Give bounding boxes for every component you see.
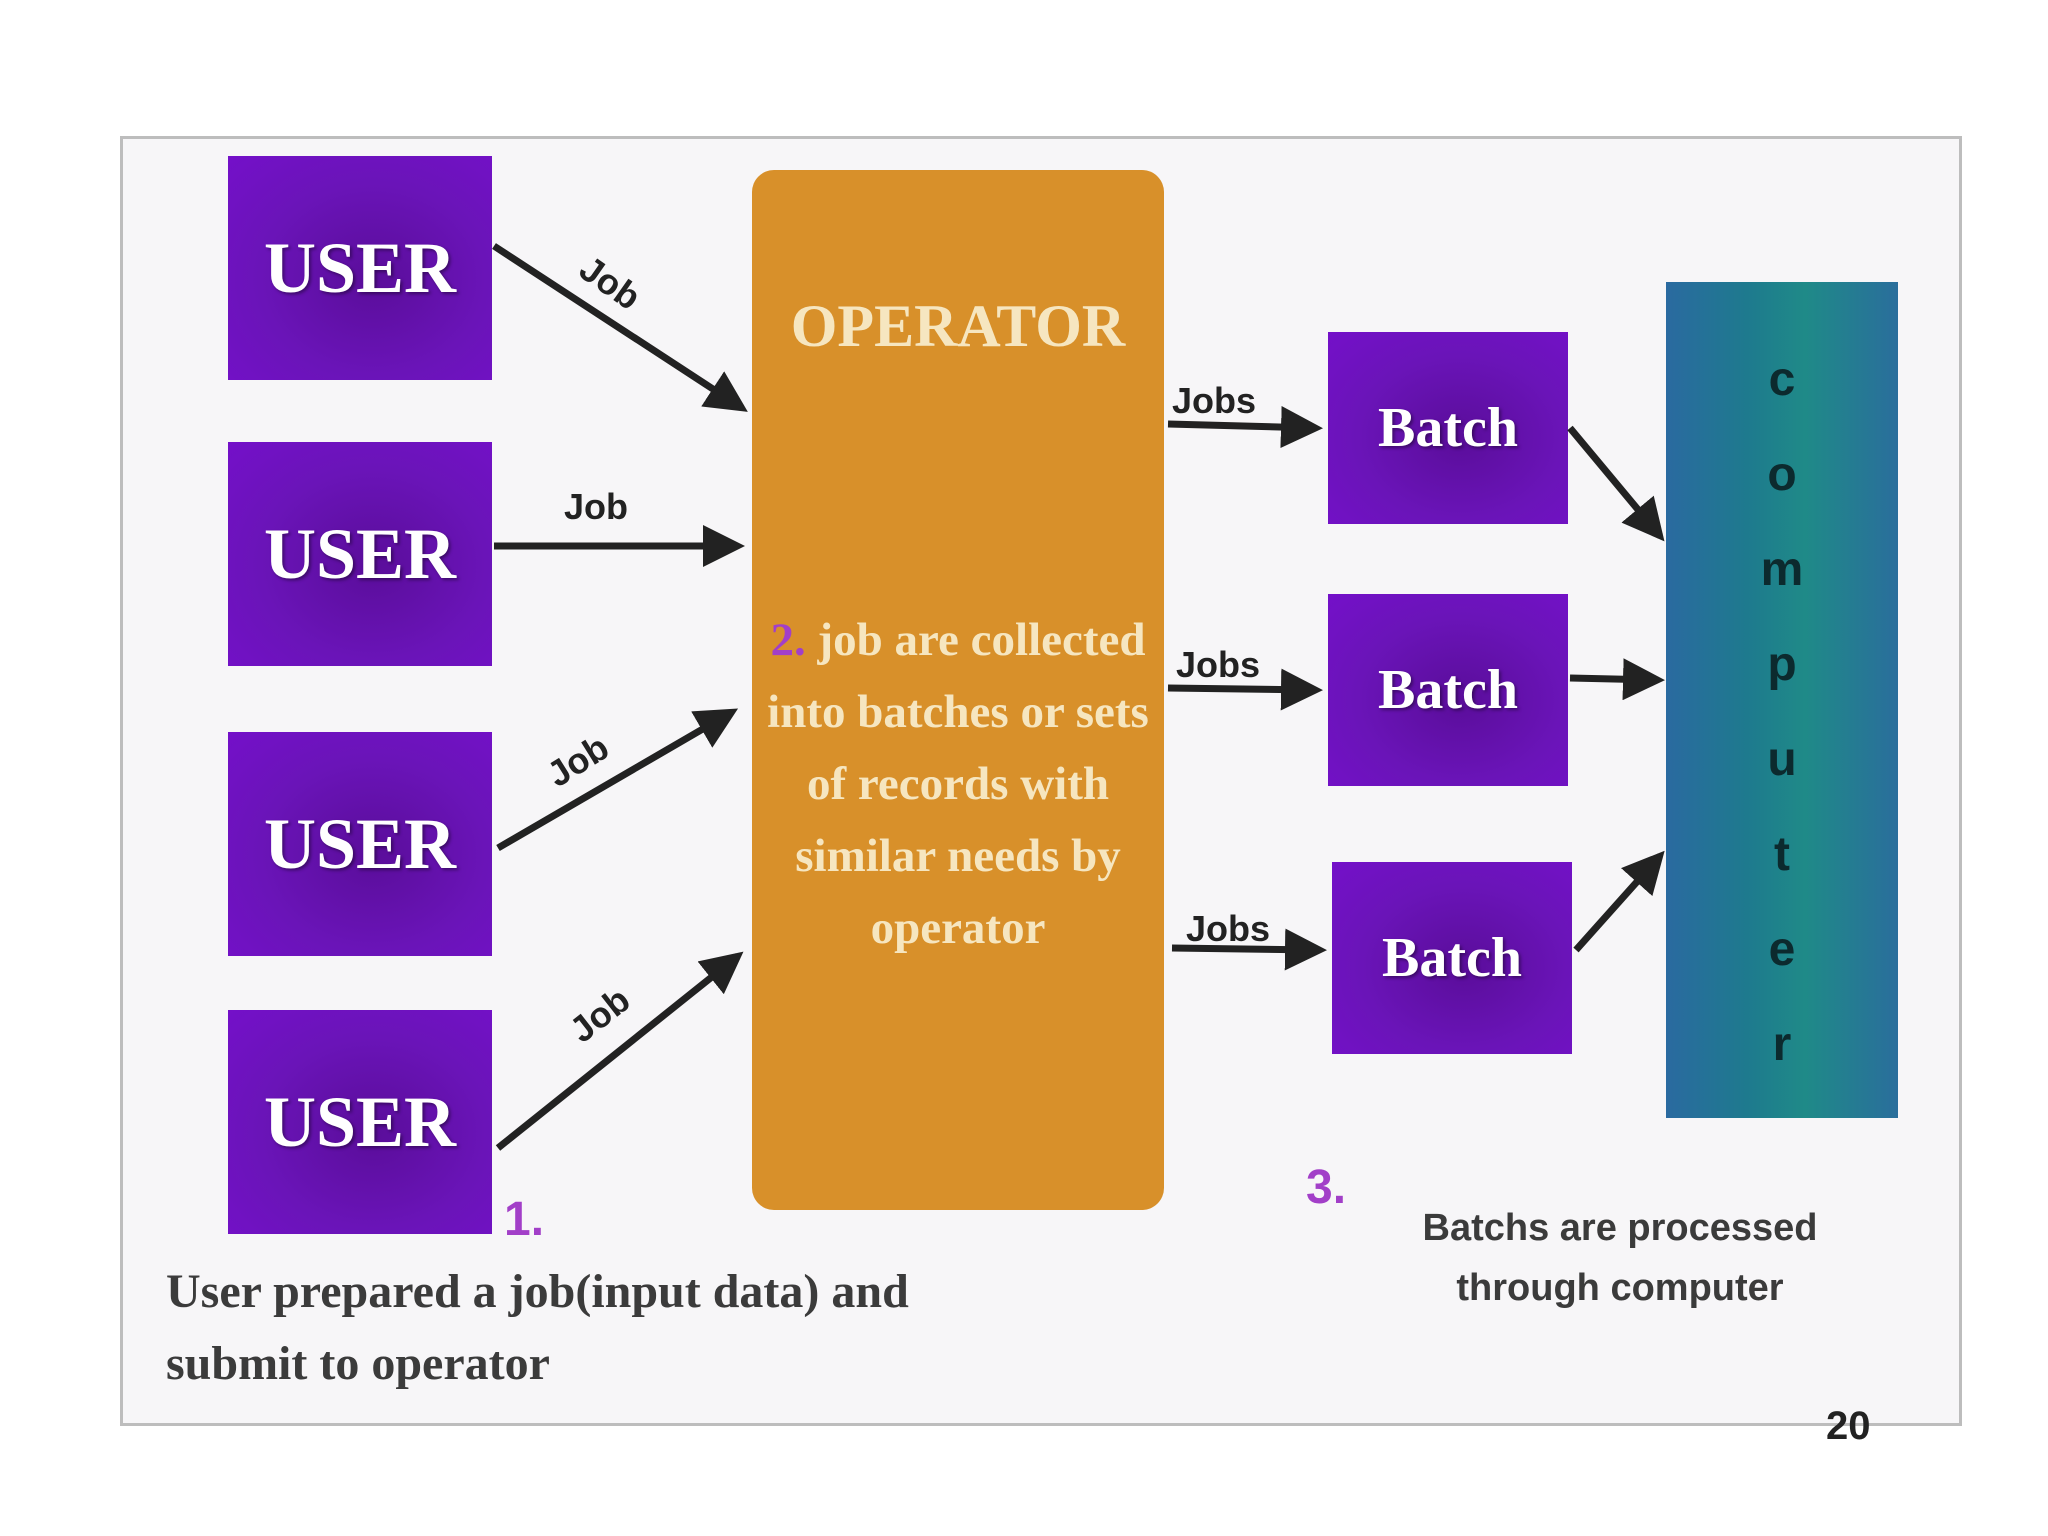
computer-letter: c [1768,353,1796,406]
arrow-batch1-to-computer [1567,425,1665,542]
step-1-number: 1. [504,1193,545,1246]
arrow-operator-to-batch3 [1171,928,1327,971]
arrow-batch3-to-computer [1573,850,1665,953]
operator-description: 2. job are collected into batches or set… [760,604,1156,964]
computer-box: c o m p u t e r [1666,282,1898,1118]
step-3-number: 3. [1306,1161,1347,1214]
batch-box-2: Batch [1328,594,1568,786]
operator-description-text: job are collected into batches or sets o… [767,614,1149,954]
batch-box-1: Batch [1328,332,1568,524]
arrow-label-batch3: Jobs [1186,908,1271,949]
computer-letter: r [1772,1018,1792,1071]
arrow-label-batch1: Jobs [1172,380,1257,421]
computer-letter: e [1768,923,1796,976]
user-box-4: USER [228,1010,492,1234]
computer-letter: o [1767,448,1797,501]
user-box-2: USER [228,442,492,666]
computer-letter: t [1774,828,1790,881]
arrow-batch2-to-computer [1569,658,1665,701]
arrow-operator-to-batch1 [1167,406,1323,449]
computer-label: c o m p u t e r [1666,352,1898,1072]
computer-letter: m [1760,543,1804,596]
user-box-1: USER [228,156,492,380]
user-box-3: USER [228,732,492,956]
arrow-user3-to-operator [496,708,739,852]
operator-box: OPERATOR 2. job are collected into batch… [752,170,1164,1210]
arrow-operator-to-batch2 [1167,668,1323,711]
operator-title: OPERATOR [790,293,1126,359]
batch-box-3: Batch [1332,862,1572,1054]
page-number: 20 [1826,1404,1871,1448]
arrow-label-user2: Job [564,486,629,527]
step-3-caption: Batchs are processed through computer [1422,1207,1818,1309]
computer-letter: p [1767,638,1797,691]
computer-letter: u [1767,733,1797,786]
step-1-caption: User prepared a job(input data) and subm… [166,1265,909,1390]
arrow-label-batch2: Jobs [1176,644,1261,685]
arrow-user4-to-operator [495,951,744,1151]
arrow-user1-to-operator [492,243,748,412]
step-2-number: 2. [770,614,806,666]
